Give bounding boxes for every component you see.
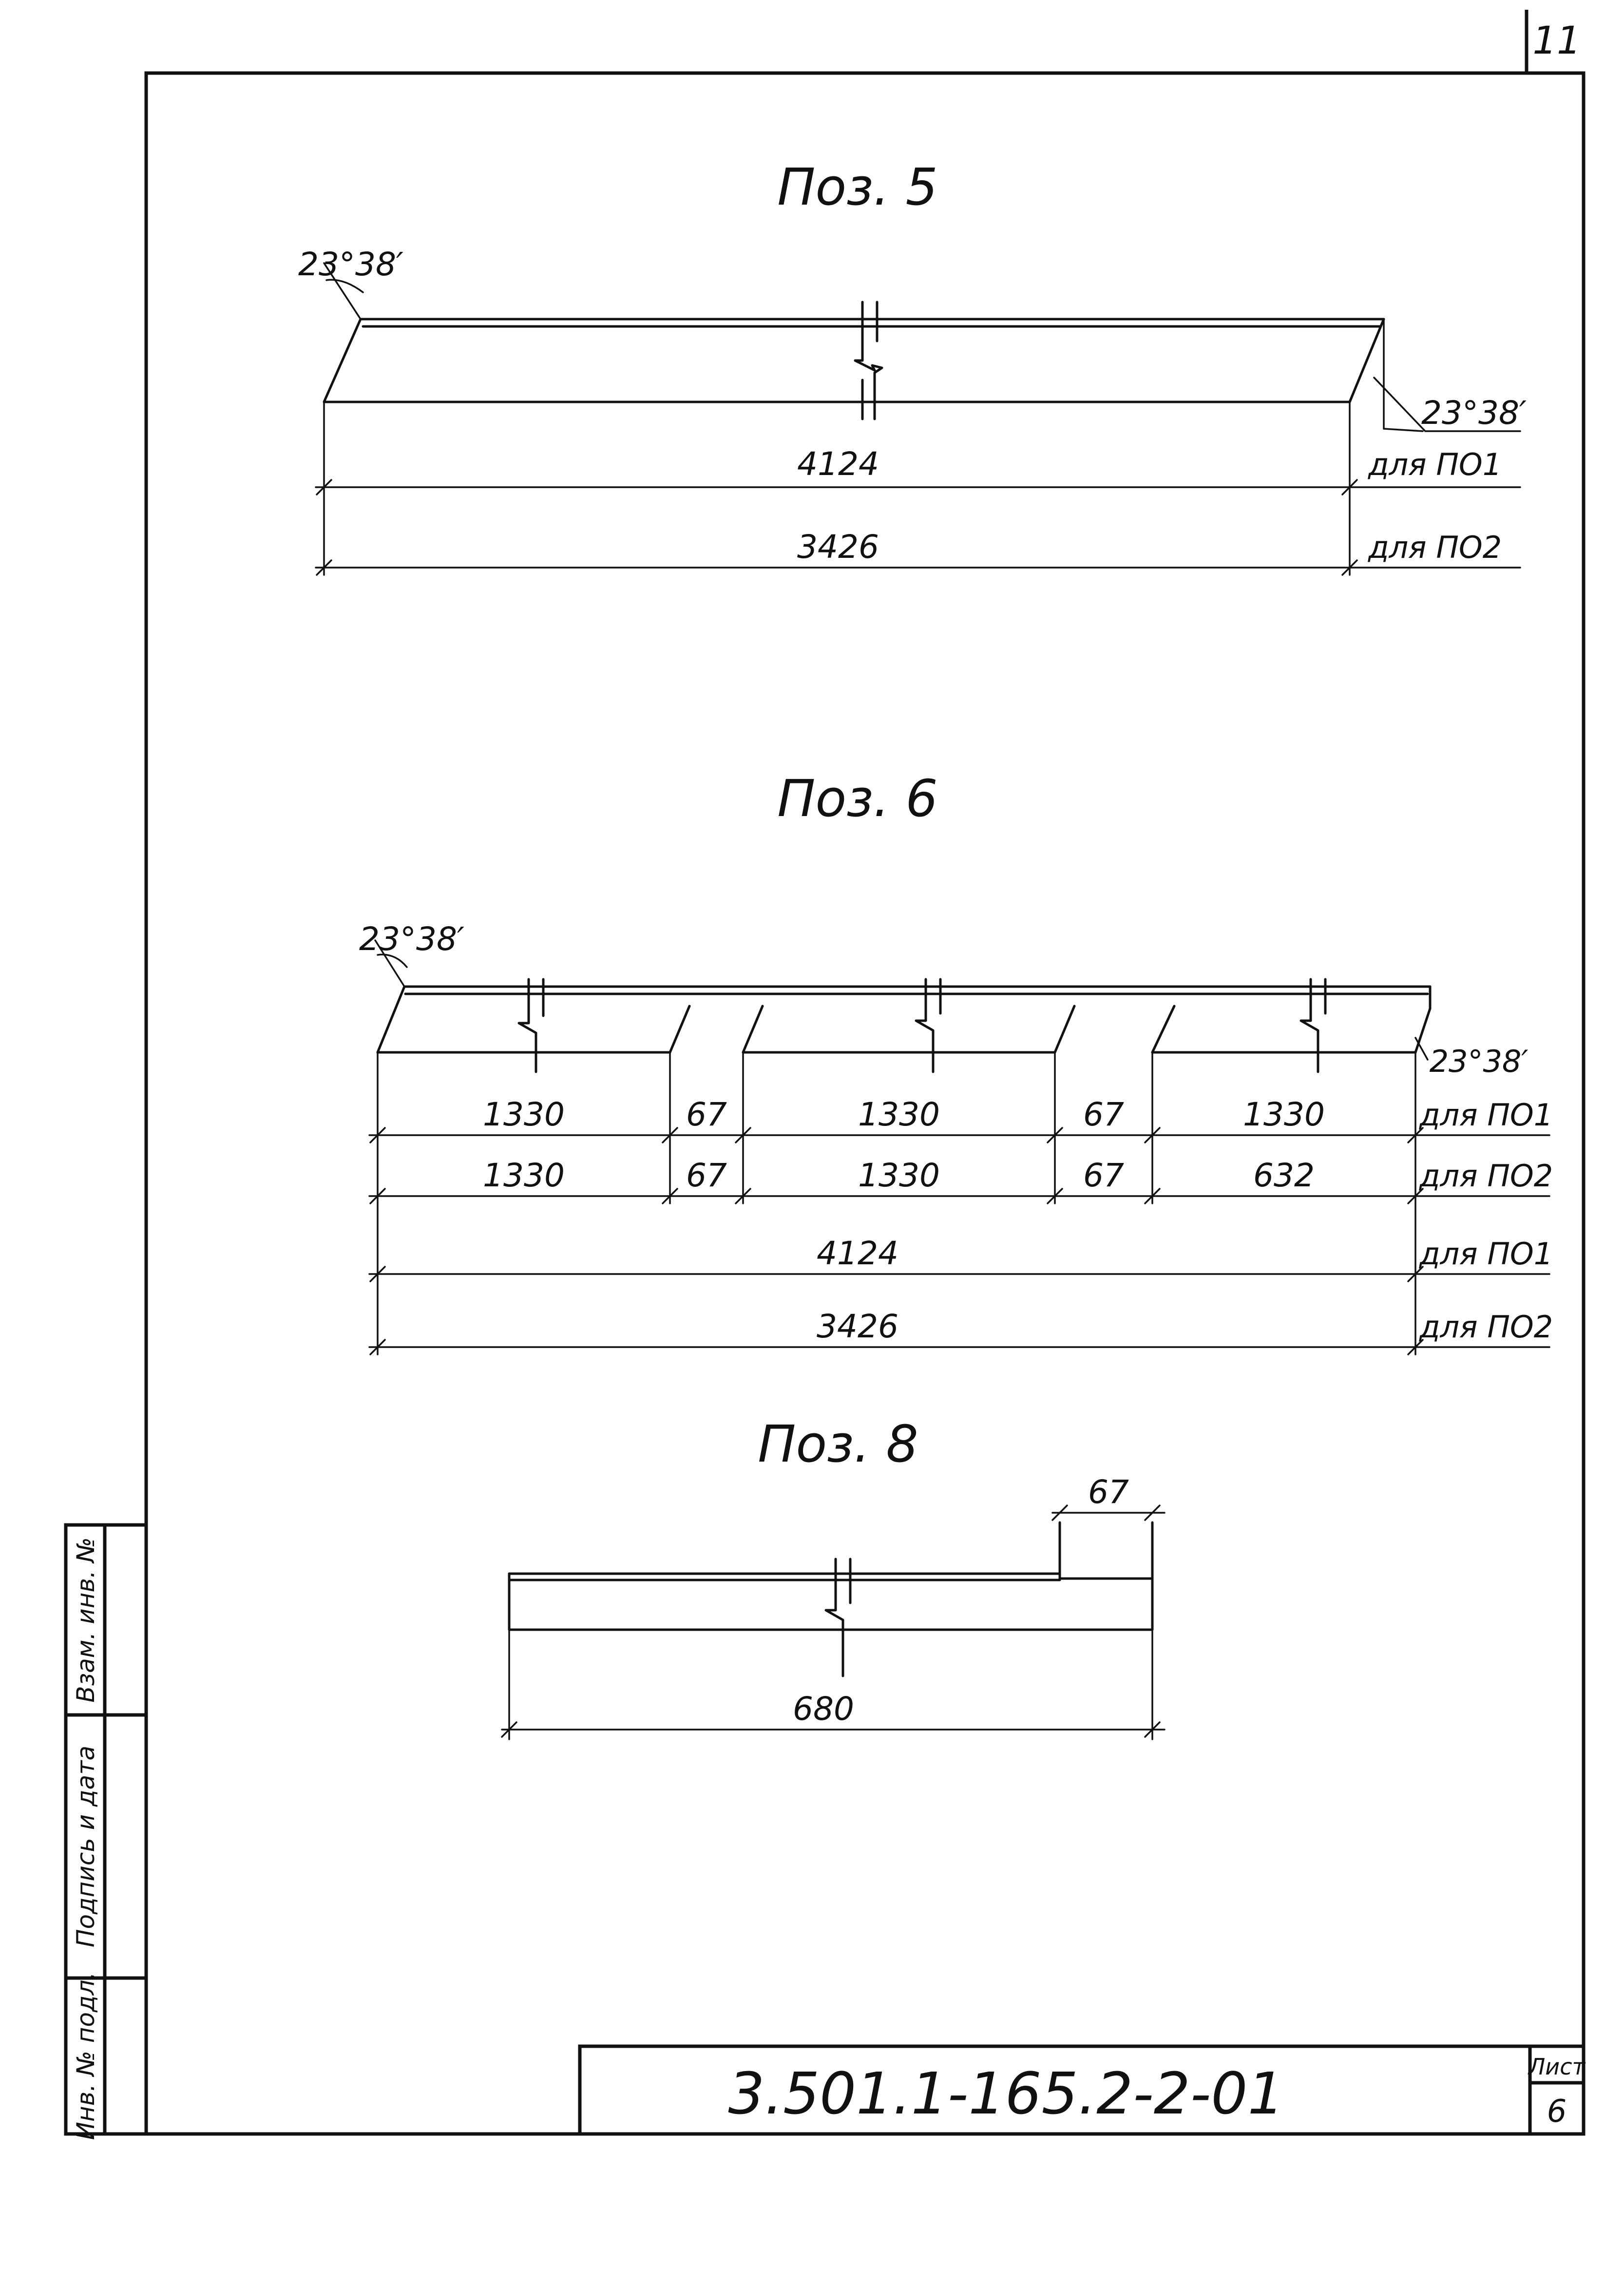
pos8-bar	[508, 1521, 1154, 1677]
pos6-title: Поз. 6	[777, 769, 937, 828]
pos5-dimension-lines	[315, 262, 1521, 576]
pos6-row2-seg3: 632	[1253, 1157, 1315, 1194]
stamp-inv-podl: Инв. № подл.	[72, 1972, 100, 2140]
pos5-angle-left: 23°38′	[298, 246, 403, 283]
pos5-dim-1-label: для ПО1	[1368, 447, 1502, 482]
stamp-vzam-inv: Взам. инв. №	[72, 1537, 100, 1702]
pos5-angle-right: 23°38′	[1421, 394, 1527, 432]
page-number: 11	[1532, 19, 1581, 63]
pos6-total2-value: 3426	[817, 1308, 898, 1345]
pos6-row1-seg3: 1330	[1243, 1096, 1325, 1133]
pos8-dim-top: 67	[1088, 1473, 1129, 1511]
pos6-row1-seg1: 1330	[483, 1096, 565, 1133]
pos8-dim-total: 680	[793, 1690, 854, 1728]
title-block	[578, 2044, 1586, 2136]
pos8-title: Поз. 8	[758, 1414, 918, 1474]
pos5-dim-2-value: 3426	[797, 528, 879, 566]
pos6-row2-seg1: 1330	[483, 1157, 565, 1194]
side-stamp	[64, 1523, 148, 2136]
sheet-frame	[144, 10, 1586, 2136]
pos6-row1-seg2: 1330	[858, 1096, 940, 1133]
pos6-total1-label: для ПО1	[1419, 1236, 1553, 1272]
pos6-row1-gap1: 67	[686, 1096, 727, 1133]
pos6-bar	[376, 978, 1432, 1073]
pos8-dimension-lines	[501, 1504, 1165, 1740]
pos6-angle-right: 23°38′	[1430, 1044, 1528, 1079]
pos5-dim-1-value: 4124	[797, 445, 879, 483]
doc-code: 3.501.1-165.2-2-01	[728, 2060, 1284, 2127]
pos6-row2-gap1: 67	[686, 1157, 727, 1194]
pos6-total1-value: 4124	[817, 1235, 898, 1272]
pos5-bar	[323, 301, 1385, 420]
pos6-row1-gap2: 67	[1083, 1096, 1124, 1133]
pos5-title: Поз. 5	[777, 157, 937, 217]
sheet-number: 6	[1547, 2094, 1567, 2130]
stamp-signature-date: Подпись и дата	[72, 1746, 100, 1947]
pos6-total2-label: для ПО2	[1419, 1309, 1553, 1345]
pos6-angle-left: 23°38′	[359, 920, 464, 958]
pos6-row2-gap2: 67	[1083, 1157, 1124, 1194]
pos5-dim-2-label: для ПО2	[1368, 530, 1502, 565]
sheet-label: Лист	[1528, 2054, 1586, 2080]
pos6-row2-seg2: 1330	[858, 1157, 940, 1194]
pos6-dimension-lines	[368, 939, 1550, 1355]
pos6-row1-label: для ПО1	[1419, 1097, 1553, 1133]
pos6-row2-label: для ПО2	[1419, 1158, 1553, 1194]
